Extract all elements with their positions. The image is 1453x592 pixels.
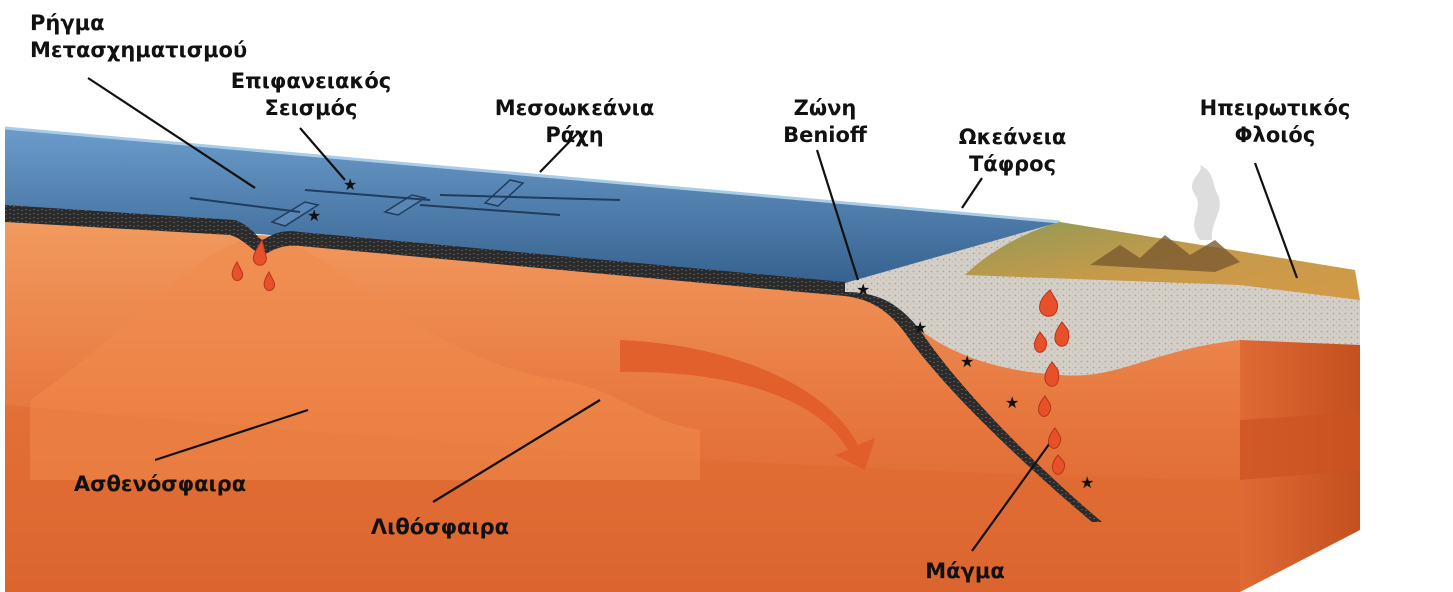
label-ocean-trench-line1: Ωκεάνεια [930, 124, 1095, 151]
side-face-band [1240, 412, 1360, 480]
label-magma: Μάγμα [895, 558, 1035, 585]
label-transform-fault: Ρήγμα Μετασχηματισμού [30, 10, 247, 64]
label-lithosphere: Λιθόσφαιρα [330, 514, 550, 541]
star-icon: ★ [856, 280, 870, 299]
label-shallow-quake-line1: Επιφανειακός [202, 68, 420, 95]
label-benioff-zone-line1: Ζώνη [760, 95, 890, 122]
leader-ocean-trench [962, 178, 982, 208]
label-transform-fault-line2: Μετασχηματισμού [30, 37, 247, 64]
star-icon: ★ [1080, 473, 1094, 492]
smoke-icon [1192, 165, 1220, 240]
label-continental-crust-line2: Φλοιός [1170, 122, 1380, 149]
label-ocean-trench: Ωκεάνεια Τάφρος [930, 124, 1095, 178]
star-icon: ★ [960, 352, 974, 371]
label-mid-ocean-ridge-line2: Ράχη [462, 122, 687, 149]
label-benioff-zone-line2: Benioff [760, 122, 890, 149]
label-continental-crust-line1: Ηπειρωτικός [1170, 95, 1380, 122]
label-continental-crust: Ηπειρωτικός Φλοιός [1170, 95, 1380, 149]
label-mid-ocean-ridge: Μεσοωκεάνια Ράχη [462, 95, 687, 149]
label-ocean-trench-line2: Τάφρος [930, 151, 1095, 178]
label-asthenosphere: Ασθενόσφαιρα [35, 471, 285, 498]
label-shallow-quake-line2: Σεισμός [202, 95, 420, 122]
star-icon: ★ [1005, 393, 1019, 412]
label-shallow-quake: Επιφανειακός Σεισμός [202, 68, 420, 122]
star-icon: ★ [343, 175, 357, 194]
star-icon: ★ [307, 206, 321, 225]
star-icon: ★ [913, 318, 927, 337]
label-transform-fault-line1: Ρήγμα [30, 10, 247, 37]
label-benioff-zone: Ζώνη Benioff [760, 95, 890, 149]
label-mid-ocean-ridge-line1: Μεσοωκεάνια [462, 95, 687, 122]
